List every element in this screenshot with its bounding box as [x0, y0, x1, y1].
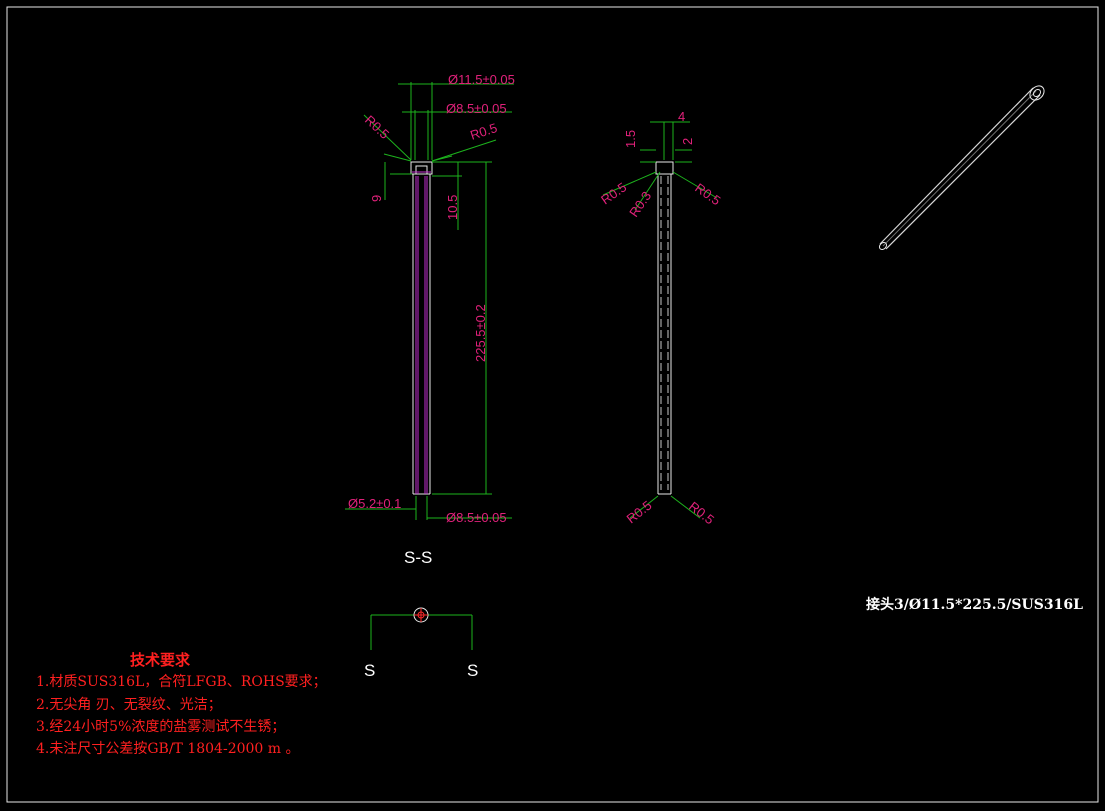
- dim-length: 225.5±0.2: [473, 304, 488, 362]
- requirement-item: 4.未注尺寸公差按GB/T 1804-2000 m 。: [36, 741, 300, 757]
- requirements-heading: 技术要求: [130, 651, 191, 669]
- requirement-item: 3.经24小时5%浓度的盐雾测试不生锈；: [36, 719, 285, 735]
- section-mark-right: S: [467, 661, 478, 680]
- dim-bottom-inner-diameter: Ø5.2±0.1: [348, 496, 401, 511]
- dim-height-10-5: 10.5: [445, 195, 460, 220]
- side-radius-top-right: R0.5: [692, 180, 723, 208]
- side-dim-1-5: 1.5: [623, 130, 638, 148]
- side-dim-2: 2: [680, 138, 695, 145]
- section-label: S-S: [404, 548, 432, 567]
- requirement-item: 2.无尖角 刃、无裂纹、光洁；: [36, 697, 222, 713]
- technical-requirements: 技术要求 1.材质SUS316L，合符LFGB、ROHS要求； 2.无尖角 刃、…: [36, 651, 327, 757]
- dim-bottom-diameter: Ø8.5±0.05: [446, 510, 507, 525]
- isometric-view: [878, 85, 1045, 251]
- section-mark-left: S: [364, 661, 375, 680]
- side-radius-top-mid: R0.3: [626, 189, 654, 220]
- requirement-item: 1.材质SUS316L，合符LFGB、ROHS要求；: [36, 674, 327, 690]
- section-view: [345, 82, 514, 520]
- side-head-outline: [655, 161, 674, 175]
- dim-outer-diameter: Ø11.5±0.05: [448, 72, 515, 87]
- dim-inner-diameter: Ø8.5±0.05: [446, 101, 507, 116]
- dim-height-9: 9: [369, 195, 384, 202]
- side-radius-top-left: R0.5: [598, 179, 629, 207]
- section-cut-marker: [370, 607, 473, 650]
- side-view: [602, 121, 718, 519]
- part-title: 接头3/Ø11.5*225.5/SUS316L: [866, 596, 1083, 613]
- drawing-frame: [6, 6, 1099, 803]
- dim-radius-right: R0.5: [468, 120, 499, 143]
- side-radius-bottom-right: R0.5: [686, 499, 717, 528]
- side-dim-4: 4: [678, 109, 685, 124]
